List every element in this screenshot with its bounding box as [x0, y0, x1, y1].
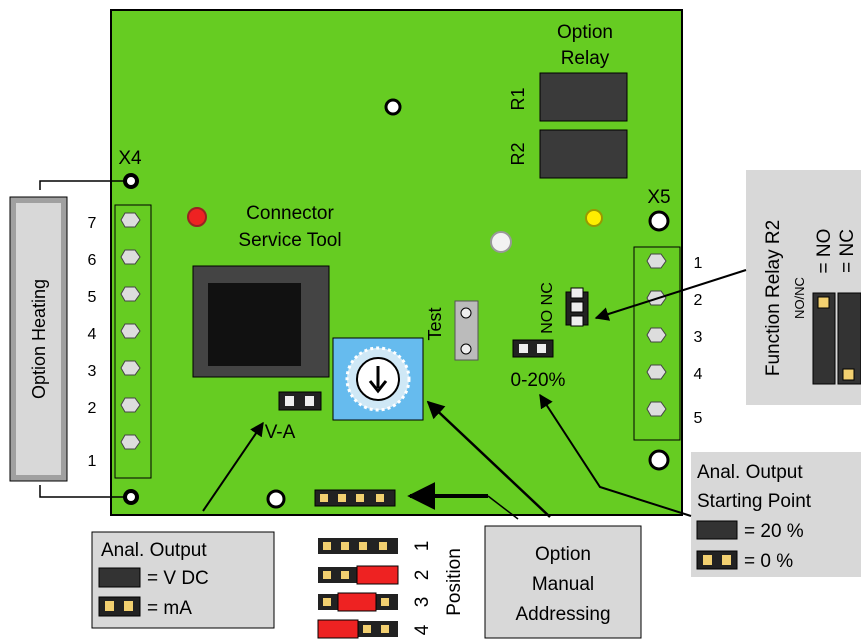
function-relay-jumper-nc	[837, 292, 861, 385]
start-0-pin-2	[722, 555, 731, 565]
relay-r1	[539, 72, 628, 122]
x5-terminal-5: 5	[694, 410, 703, 427]
x5-label: X5	[647, 187, 670, 208]
manual-addressing-line3: Addressing	[515, 604, 610, 625]
arrow-dial	[426, 400, 551, 518]
function-relay-no-nc: NO/NC	[792, 277, 807, 319]
position-number-4: 4	[412, 624, 433, 635]
position-jumpers	[317, 538, 399, 639]
start-item-0: = 0 %	[744, 551, 793, 572]
heating-wire-top	[39, 180, 124, 190]
test-pin-1	[460, 307, 472, 319]
address-pin-2	[338, 494, 346, 502]
function-relay-no-pin	[817, 296, 830, 309]
connector-label-1: Connector	[246, 203, 334, 224]
x5-hole-bottom	[648, 449, 670, 471]
address-pin-3	[356, 494, 364, 502]
range-pin-2	[537, 344, 546, 353]
x4-hole-bottom	[123, 489, 139, 505]
x4-terminal-3: 3	[88, 363, 97, 380]
position-number-3: 3	[412, 597, 433, 608]
r1-label: R1	[508, 87, 528, 110]
function-relay-nc-pin	[842, 368, 855, 381]
anal-output-start-line1: Anal. Output	[697, 462, 803, 483]
no-nc-label: NO NC	[539, 282, 556, 334]
relay-jumper-pin-2	[570, 301, 584, 313]
position-number-2: 2	[412, 570, 433, 581]
arrow-range	[539, 393, 692, 517]
ma-pin-1	[105, 601, 114, 611]
address-pin-4	[376, 494, 384, 502]
relay-jumper-pin-3	[570, 315, 584, 327]
start-0-pin-1	[703, 555, 712, 565]
start-20-jumper	[696, 520, 738, 540]
led-yellow	[585, 209, 603, 227]
r2-label: R2	[508, 142, 528, 165]
service-connector-socket	[208, 283, 301, 366]
connector-label-2: Service Tool	[238, 230, 341, 251]
option-heating-label: Option Heating	[29, 279, 49, 399]
mount-hole-bottom	[266, 489, 286, 509]
test-label: Test	[425, 307, 445, 340]
option-heating-inner	[16, 203, 61, 475]
anal-output-start-line2: Starting Point	[697, 491, 812, 512]
anal-output-vdc: = V DC	[147, 568, 209, 589]
mount-hole-top	[384, 98, 402, 116]
position-label: Position	[444, 548, 465, 616]
arrow-address-connector	[487, 495, 519, 520]
x4-terminal-4: 4	[88, 326, 97, 343]
x4-terminal-block	[114, 204, 152, 479]
test-pin-2	[460, 343, 472, 355]
x4-terminal-7: 7	[88, 215, 97, 232]
address-pin-1	[320, 494, 328, 502]
manual-addressing-box	[484, 525, 642, 639]
manual-addressing-line2: Manual	[532, 574, 594, 595]
arrow-v-a	[202, 421, 264, 512]
x5-terminal-3: 3	[694, 329, 703, 346]
arrow-function-relay	[594, 269, 747, 321]
manual-addressing-line1: Option	[535, 544, 591, 565]
heating-wire-bottom	[39, 485, 124, 498]
function-relay-jumper-no	[812, 292, 836, 385]
position-number-1: 1	[412, 541, 433, 552]
relay-r2	[539, 129, 628, 179]
x5-terminal-block	[633, 246, 681, 441]
va-pin-1	[285, 396, 294, 406]
va-label: V-A	[265, 422, 296, 443]
x5-terminal-1: 1	[694, 255, 703, 272]
x4-label: X4	[118, 148, 142, 169]
x5-terminal-4: 4	[694, 366, 703, 383]
x5-hole-top	[648, 210, 670, 232]
led-red	[187, 207, 207, 227]
dial-arrow-icon	[368, 366, 388, 394]
x4-terminal-6: 6	[88, 252, 97, 269]
function-relay-title: Function Relay R2	[763, 220, 784, 376]
anal-output-type-title: Anal. Output	[101, 540, 207, 561]
x4-hole-top	[123, 173, 139, 189]
option-relay-label-1: Option	[557, 22, 613, 43]
vdc-jumper	[98, 567, 141, 588]
test-jumper	[454, 300, 479, 361]
x5-terminal-2: 2	[694, 292, 703, 309]
address-jumper-strip	[314, 489, 396, 507]
x4-terminal-5: 5	[88, 289, 97, 306]
mount-hole-mid	[490, 231, 512, 253]
va-pin-2	[305, 396, 314, 406]
x4-terminals	[120, 212, 141, 450]
relay-jumper-pin-1	[570, 287, 584, 299]
range-label: 0-20%	[511, 370, 566, 391]
ma-pin-2	[124, 601, 133, 611]
x4-terminal-1: 1	[88, 453, 97, 470]
x4-terminal-2: 2	[88, 400, 97, 417]
function-relay-eq-nc: = NC	[837, 229, 858, 273]
option-relay-label-2: Relay	[561, 48, 610, 69]
anal-output-ma: = mA	[147, 598, 192, 619]
function-relay-eq-no: = NO	[814, 229, 835, 274]
start-item-20: = 20 %	[744, 521, 804, 542]
range-pin-1	[519, 344, 528, 353]
